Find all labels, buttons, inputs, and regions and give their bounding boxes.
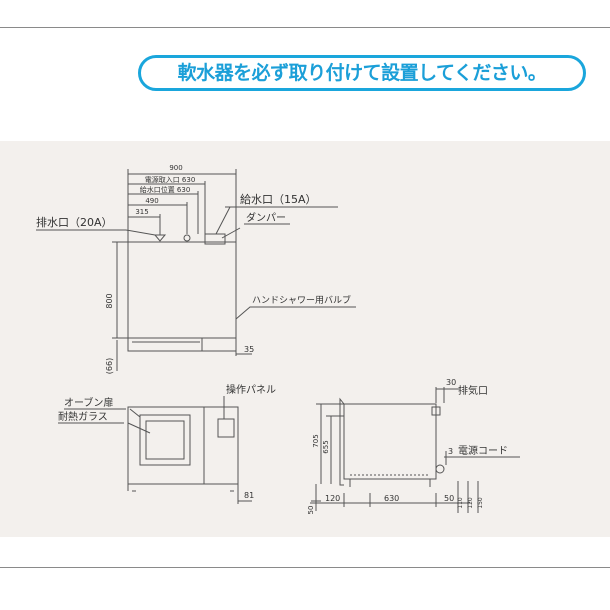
dim-630: 630 bbox=[384, 494, 399, 503]
dim-120: 120 bbox=[325, 494, 340, 503]
water-inlet-fitting bbox=[204, 233, 226, 245]
label-cord: 電源コード bbox=[458, 444, 508, 457]
control-panel bbox=[217, 418, 235, 438]
dim-power-inlet: 電源取入口 630 bbox=[145, 175, 196, 184]
softener-notice-banner: 軟水器を必ず取り付けて設置してください。 bbox=[138, 55, 586, 91]
drain-fitting bbox=[153, 234, 167, 242]
power-cord-plug bbox=[435, 464, 445, 474]
dim-120-v: 120 bbox=[467, 497, 474, 509]
top-view-body bbox=[127, 241, 237, 339]
label-oven-door: オーブン扉 bbox=[64, 396, 113, 409]
dim-30: 30 bbox=[446, 378, 456, 387]
dim-3: 3 bbox=[448, 447, 453, 456]
dim-50-right: 50 bbox=[444, 494, 454, 503]
top-view-base bbox=[127, 338, 237, 352]
dim-800: 800 bbox=[105, 293, 114, 308]
exhaust-port bbox=[431, 406, 441, 416]
dim-150: 150 bbox=[477, 497, 484, 509]
label-exhaust: 排気口 bbox=[458, 384, 488, 397]
dim-50-left: 50 bbox=[307, 506, 315, 515]
dim-490: 490 bbox=[145, 197, 158, 205]
technical-drawing: 900 電源取入口 630 給水口位置 630 490 315 排水口（20A）… bbox=[36, 164, 520, 515]
glass-pane bbox=[145, 420, 185, 460]
dim-35: 35 bbox=[244, 345, 254, 354]
dim-705: 705 bbox=[312, 434, 320, 447]
dim-900: 900 bbox=[169, 164, 182, 172]
label-hand-shower: ハンドシャワー用バルブ bbox=[252, 294, 351, 306]
dim-110: 110 bbox=[457, 497, 464, 509]
top-divider bbox=[0, 27, 610, 28]
dim-water-inlet-pos: 給水口位置 630 bbox=[140, 185, 191, 194]
label-drain: 排水口（20A） bbox=[36, 215, 113, 229]
label-glass: 耐熱ガラス bbox=[58, 410, 108, 423]
drawing-panel: 900 電源取入口 630 給水口位置 630 490 315 排水口（20A）… bbox=[0, 141, 610, 537]
side-view-body bbox=[343, 403, 437, 480]
water-inlet-circle bbox=[183, 234, 191, 242]
label-damper: ダンパー bbox=[246, 211, 286, 224]
dim-81: 81 bbox=[244, 491, 254, 500]
dim-655: 655 bbox=[322, 440, 330, 453]
dim-315: 315 bbox=[135, 208, 148, 216]
label-water-inlet: 給水口（15A） bbox=[240, 192, 317, 206]
dim-66: (66) bbox=[105, 358, 114, 374]
front-door-window bbox=[139, 414, 191, 466]
label-panel: 操作パネル bbox=[226, 383, 276, 396]
bottom-divider bbox=[0, 567, 610, 568]
